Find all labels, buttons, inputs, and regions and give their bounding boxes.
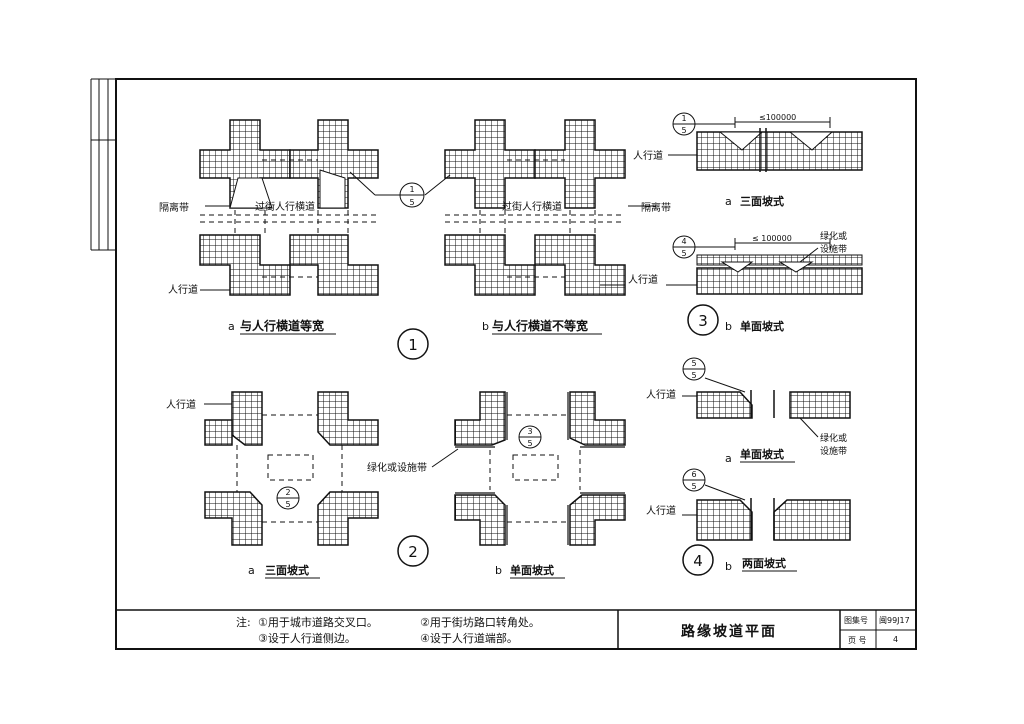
note-2: ②用于街坊路口转角处。 xyxy=(420,616,540,629)
caption-1a: a 与人行横道等宽 xyxy=(228,318,336,335)
caption-3b: b 单面坡式 xyxy=(725,319,784,333)
label-sidewalk-2a: 人行道 xyxy=(166,398,196,411)
diagram-4b xyxy=(682,484,851,541)
svg-text:5: 5 xyxy=(691,359,696,368)
label-sidewalk-4b: 人行道 xyxy=(646,504,676,517)
label-sidewalk-3b: 人行道 xyxy=(628,273,658,286)
note-1: ①用于城市道路交叉口。 xyxy=(258,616,378,629)
page-number-value: 4 xyxy=(893,635,899,644)
dimension-3b: ≤ 100000 xyxy=(752,234,792,243)
sheet-border xyxy=(90,78,917,650)
label-greening-3b-line1: 绿化或 xyxy=(820,230,847,242)
diagram-2b xyxy=(431,391,626,546)
caption-4b: b 两面坡式 xyxy=(725,556,797,573)
svg-text:b: b xyxy=(495,564,502,577)
svg-text:单面坡式: 单面坡式 xyxy=(510,563,554,577)
svg-text:a: a xyxy=(725,195,732,208)
svg-text:3: 3 xyxy=(698,312,708,330)
label-crosswalk-1b: 过街人行横道 xyxy=(502,200,562,213)
label-sidewalk-1a: 人行道 xyxy=(168,283,198,296)
svg-text:4: 4 xyxy=(681,237,686,246)
ref-symbol-4-5: 4 5 xyxy=(672,235,696,259)
caption-3a: a 三面坡式 xyxy=(725,194,784,208)
svg-text:与人行横道等宽: 与人行横道等宽 xyxy=(240,318,324,333)
ref-symbol-6-5: 6 5 xyxy=(682,468,706,492)
label-isolation-belt-1b: 隔离带 xyxy=(641,201,671,214)
svg-text:三面坡式: 三面坡式 xyxy=(740,194,784,208)
svg-text:b: b xyxy=(725,560,732,573)
label-crosswalk-1a: 过街人行横道 xyxy=(255,200,315,213)
svg-text:3: 3 xyxy=(527,427,532,436)
ref-symbol-1-5: 1 5 xyxy=(399,182,425,208)
page-number-label: 页 号 xyxy=(848,636,867,645)
svg-text:6: 6 xyxy=(691,470,696,479)
note-4: ④设于人行道端部。 xyxy=(420,632,518,645)
caption-2a: a 三面坡式 xyxy=(248,563,320,579)
diagram-3b xyxy=(666,238,863,295)
svg-text:4: 4 xyxy=(693,552,703,570)
group-number-3: 3 xyxy=(687,304,719,336)
svg-text:5: 5 xyxy=(409,198,414,207)
label-greening-3b-line2: 设施带 xyxy=(820,243,847,255)
svg-text:b: b xyxy=(725,320,732,333)
label-greening-4a-line1: 绿化或 xyxy=(820,432,847,444)
group-number-1: 1 xyxy=(397,328,429,360)
label-greening-4a-line2: 设施带 xyxy=(820,445,847,457)
diagram-3a xyxy=(668,117,863,172)
caption-2b: b 单面坡式 xyxy=(495,563,565,579)
svg-text:1: 1 xyxy=(408,336,418,354)
caption-1b: b 与人行横道不等宽 xyxy=(482,318,602,335)
drawing-title: 路缘坡道平面 xyxy=(681,624,777,640)
svg-text:5: 5 xyxy=(681,126,686,135)
svg-text:5: 5 xyxy=(691,371,696,380)
label-isolation-belt-1a: 隔离带 xyxy=(159,201,189,214)
notes-prefix: 注: xyxy=(236,616,251,629)
ref-symbol-5-5: 5 5 xyxy=(682,357,706,381)
atlas-number-label: 图集号 xyxy=(844,616,868,625)
svg-text:1: 1 xyxy=(409,185,414,194)
svg-text:a: a xyxy=(228,320,235,333)
svg-text:5: 5 xyxy=(691,482,696,491)
ref-symbol-3-5: 3 5 xyxy=(518,425,542,449)
svg-text:与人行横道不等宽: 与人行横道不等宽 xyxy=(492,318,588,333)
diagram-1a xyxy=(199,119,380,296)
caption-4a: a 单面坡式 xyxy=(725,447,795,465)
label-sidewalk-4a: 人行道 xyxy=(646,388,676,401)
svg-text:5: 5 xyxy=(285,500,290,509)
group-number-4: 4 xyxy=(682,544,714,576)
svg-text:三面坡式: 三面坡式 xyxy=(265,563,309,577)
svg-text:单面坡式: 单面坡式 xyxy=(740,319,784,333)
diagram-1b xyxy=(349,119,656,296)
svg-text:a: a xyxy=(248,564,255,577)
dimension-3a: ≤100000 xyxy=(759,113,796,122)
note-3: ③设于人行道侧边。 xyxy=(258,632,356,645)
svg-text:两面坡式: 两面坡式 xyxy=(742,556,786,570)
svg-text:a: a xyxy=(725,452,732,465)
svg-text:单面坡式: 单面坡式 xyxy=(740,447,784,461)
svg-text:5: 5 xyxy=(681,249,686,258)
label-greening-2b: 绿化或设施带 xyxy=(367,461,427,474)
svg-text:5: 5 xyxy=(527,439,532,448)
diagram-2a xyxy=(204,391,379,546)
group-number-2: 2 xyxy=(397,535,429,567)
atlas-number-value: 闽99J17 xyxy=(879,616,910,625)
ref-symbol-2-5: 2 5 xyxy=(276,486,300,510)
svg-text:2: 2 xyxy=(285,488,290,497)
svg-text:1: 1 xyxy=(681,114,686,123)
svg-text:b: b xyxy=(482,320,489,333)
diagram-4a xyxy=(682,377,851,438)
svg-text:2: 2 xyxy=(408,543,418,561)
label-sidewalk-3a: 人行道 xyxy=(633,149,663,162)
ref-symbol-1-5-b: 1 5 xyxy=(672,112,696,136)
